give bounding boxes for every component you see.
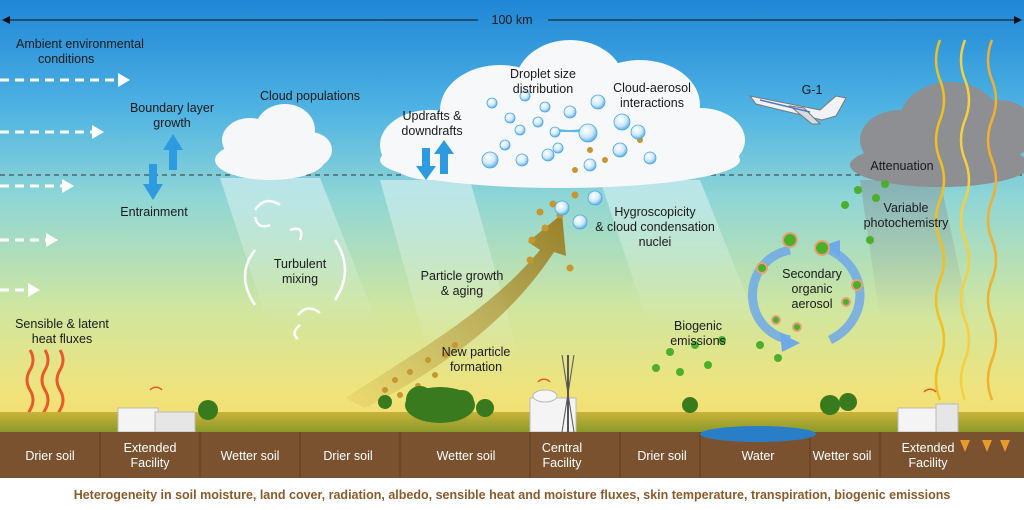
soa-cycle [748, 232, 865, 352]
soil-dividers [99, 432, 881, 478]
water-body [700, 426, 816, 442]
soil-band [0, 432, 1024, 478]
trees [198, 386, 857, 423]
label-aircraft: G-1 [802, 83, 823, 97]
ambient-wind-arrows [0, 73, 130, 297]
cloud-large [380, 40, 745, 188]
soil-label: Drier soil [637, 449, 686, 463]
soil-label: Wetter soil [813, 449, 872, 463]
soil-label: Wetter soil [437, 449, 496, 463]
scale-label: 100 km [492, 13, 533, 27]
label-particle-growth: Particle growth& aging [421, 269, 504, 298]
figure-caption: Heterogeneity in soil moisture, land cov… [74, 488, 951, 502]
soil-label: Wetter soil [221, 449, 280, 463]
label-attenuation: Attenuation [870, 159, 933, 173]
caption-strip [0, 478, 1024, 510]
cloud-shaft-4 [860, 180, 970, 320]
cloud-shaft-3 [600, 180, 760, 330]
radiation-ground-arrows [960, 440, 1010, 452]
turbulence-swirls [243, 199, 347, 340]
updraft-arrows [416, 140, 454, 180]
label-cloud-populations: Cloud populations [260, 89, 360, 103]
soil-label: Water [742, 449, 775, 463]
label-updrafts: Updrafts &downdrafts [401, 109, 462, 138]
facility-building-central [529, 354, 577, 433]
cloud-dark [850, 82, 1024, 187]
soil-label: Drier soil [323, 449, 372, 463]
particle-growth-arrow [345, 214, 566, 408]
biogenic-particles [652, 180, 889, 376]
scale-bar: 100 km [2, 13, 1022, 27]
radiation-waves [934, 39, 998, 401]
cloud-droplets [481, 90, 657, 230]
aircraft-icon [748, 95, 847, 125]
facility-building-1 [117, 386, 196, 433]
cloud-small [215, 104, 332, 180]
boundary-layer-arrows [143, 134, 183, 200]
label-entrainment: Entrainment [120, 205, 188, 219]
soil-label: Drier soil [25, 449, 74, 463]
